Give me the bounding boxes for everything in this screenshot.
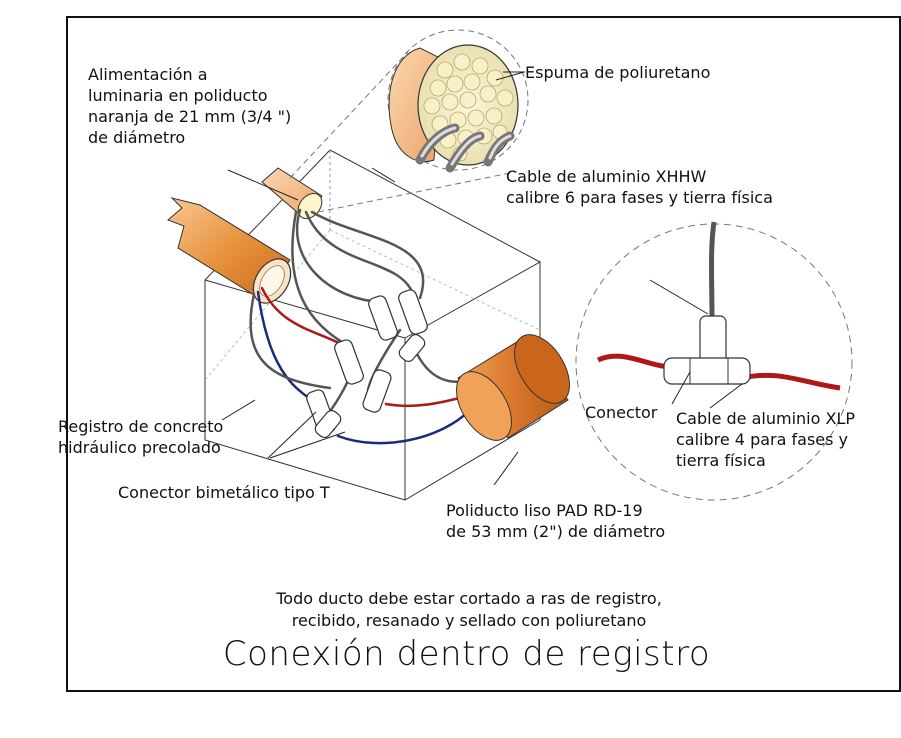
diagram-title: Conexión dentro de registro	[222, 634, 711, 674]
label-conector: Conector	[585, 403, 658, 422]
connector-detail	[596, 221, 841, 391]
diagram-note: Todo ducto debe estar cortado a ras de r…	[276, 589, 662, 630]
label-espuma: Espuma de poliuretano	[525, 63, 711, 82]
label-cable-xlp: Cable de aluminio XLP calibre 4 para fas…	[676, 409, 855, 470]
drawing-frame	[66, 16, 901, 692]
big-duct-left	[167, 197, 292, 304]
pad-duct	[456, 334, 570, 441]
label-conector-bimetalico: Conector bimetálico tipo T	[118, 483, 330, 502]
small-duct-top	[261, 167, 323, 220]
label-alimentacion: Alimentación a luminaria en poliducto na…	[88, 65, 292, 147]
t-connectors	[306, 289, 428, 439]
registro-box	[204, 149, 541, 501]
foam-detail	[388, 44, 519, 173]
zoom-lines-foam	[289, 29, 529, 213]
label-registro: Registro de concreto hidráulico precolad…	[58, 417, 224, 457]
label-poliducto-liso: Poliducto liso PAD RD-19 de 53 mm (2") d…	[446, 501, 666, 541]
cables	[249, 208, 472, 445]
label-cable-xhhw: Cable de aluminio XHHW calibre 6 para fa…	[506, 167, 773, 207]
leader-lines	[221, 71, 743, 486]
